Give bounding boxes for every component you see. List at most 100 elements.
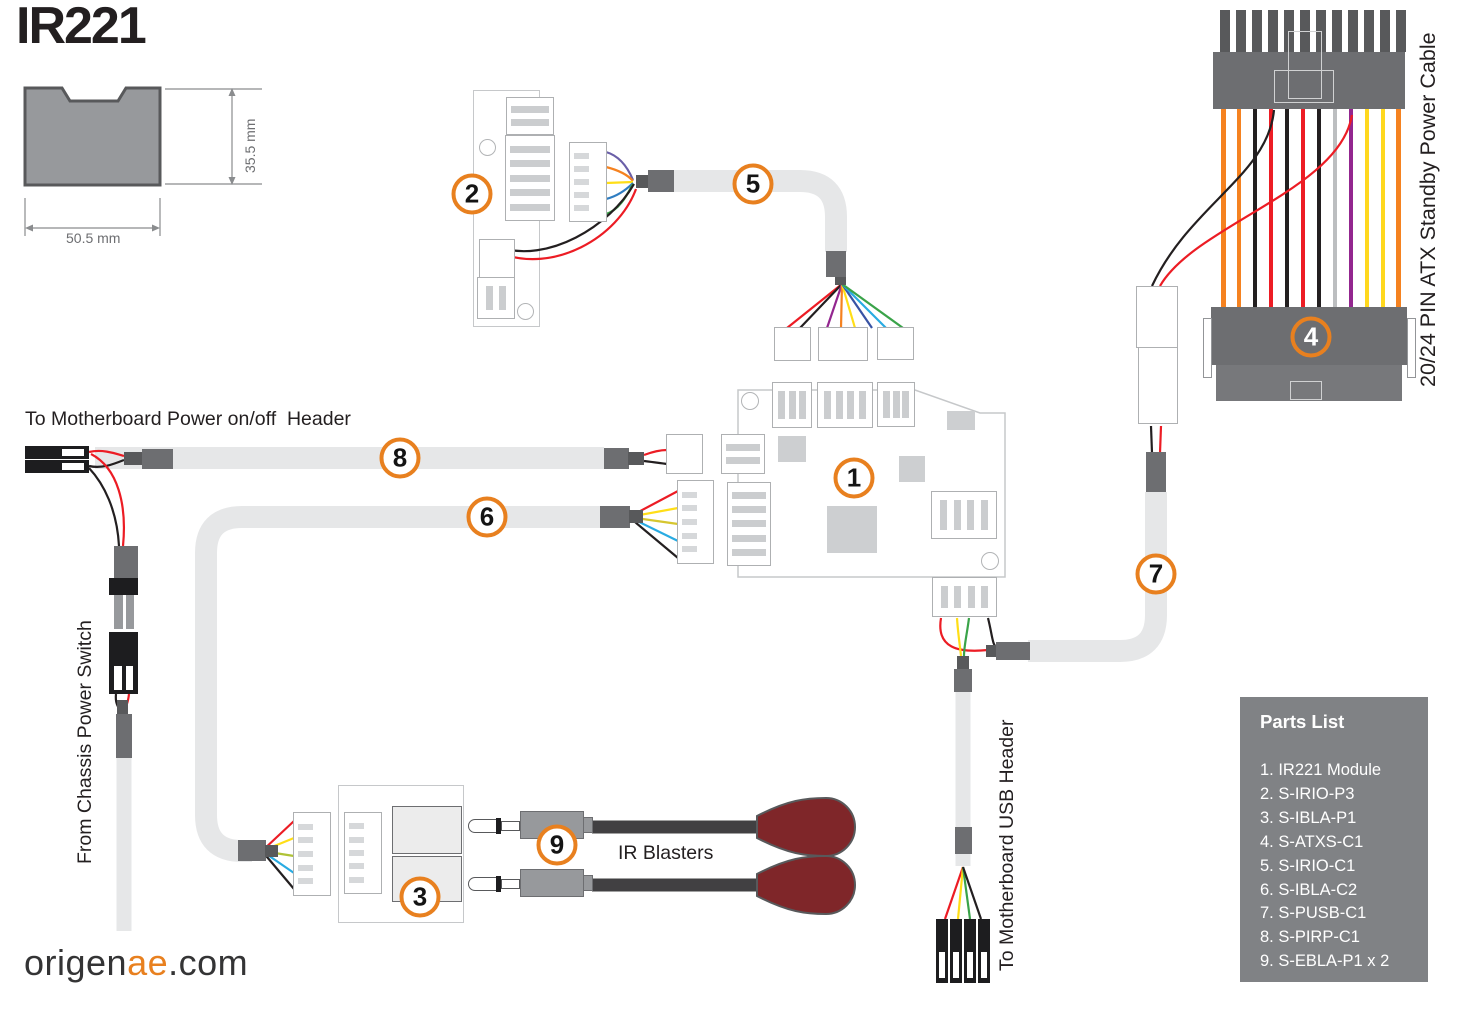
dimension-height-label: 35.5 mm	[242, 118, 258, 174]
atx-lower-lip	[1216, 365, 1402, 401]
cable5-left-connector	[648, 170, 674, 192]
module-hole-topleft	[741, 392, 759, 410]
jack-ring-a	[496, 818, 501, 834]
parts-list-title: Parts List	[1260, 711, 1345, 732]
module-socket-right	[931, 491, 997, 539]
cable5-right-connector	[826, 251, 846, 277]
parts-list-item: 9. S-EBLA-P1 x 2	[1260, 952, 1390, 971]
atx-latch-outline-c	[1290, 381, 1322, 400]
callout-2: 2	[451, 173, 493, 215]
parts-list-item: 5. S-IRIO-C1	[1260, 856, 1356, 875]
part3-jack-socket-a	[392, 806, 462, 854]
module-socket-top-c	[877, 382, 915, 427]
jack-step-a	[583, 817, 593, 833]
part2-plug-small	[479, 239, 515, 279]
callout-3: 3	[399, 876, 441, 918]
module-socket-top-b	[817, 382, 873, 428]
cable8-left-stub	[124, 452, 142, 465]
chassis-cable-stub	[117, 700, 128, 714]
cable5-plug-b	[818, 327, 868, 361]
callout-7: 7	[1135, 553, 1177, 595]
module-socket-usb	[932, 577, 997, 617]
atx-latch-outline-b	[1274, 70, 1334, 103]
cable6-bottom-stub	[265, 845, 278, 857]
cable7-top-connector	[1146, 452, 1166, 492]
parts-list: Parts List 1. IR221 Module 2. S-IRIO-P3 …	[1240, 697, 1428, 982]
jack-body-b	[520, 869, 584, 897]
part2-socket-c	[477, 277, 515, 319]
origenae-logo: origenae.com	[24, 942, 249, 983]
power-header-label: To Motherboard Power on/off Header	[25, 408, 351, 430]
parts-list-item: 7. S-PUSB-C1	[1260, 904, 1367, 923]
ir-blasters-label: IR Blasters	[618, 842, 714, 864]
cable6-bottom-plug	[293, 812, 331, 896]
chassis-pin-b	[126, 595, 134, 629]
atx-wire-bundle	[1221, 108, 1401, 308]
power-header-slot-b	[62, 463, 84, 470]
usb-header-slot-4	[981, 952, 987, 978]
cable6-right-stub	[629, 510, 643, 523]
ir-blaster-heads	[756, 796, 856, 916]
part3-connector	[344, 812, 382, 894]
cable8-right-connector	[604, 448, 629, 469]
page-title: IR221	[16, 0, 147, 55]
cable7-left-stub	[986, 645, 997, 657]
wires	[88, 109, 1354, 920]
cable8-right-stub	[628, 452, 644, 465]
module-socket-left-a	[721, 434, 765, 474]
chassis-switch-label: From Chassis Power Switch	[74, 620, 96, 865]
usb-cable-stub	[957, 656, 969, 669]
cable5-plug-a	[774, 327, 811, 361]
parts-list-item: 8. S-PIRP-C1	[1260, 928, 1360, 947]
cable6-plug-right	[677, 480, 714, 564]
atx-latch-outline-a	[1288, 31, 1322, 99]
chassis-inline-plug	[114, 546, 138, 578]
parts-list-item: 3. S-IBLA-P1	[1260, 808, 1357, 827]
module-chip-b	[947, 411, 975, 430]
module-socket-top-a	[772, 382, 812, 428]
usb-header-label: To Motherboard USB Header	[996, 719, 1018, 972]
dimension-width-label: 50.5 mm	[66, 230, 121, 246]
power-header-slot-a	[62, 449, 84, 456]
cable5-left-stub	[636, 175, 649, 188]
chassis-inline-male	[109, 578, 138, 595]
atx-upper-body	[1213, 52, 1405, 109]
module-hole-bottomright	[981, 552, 999, 570]
part2-hole-bottom	[517, 303, 534, 320]
dimension-arrowheads	[25, 88, 236, 232]
cable6-right-connector	[600, 506, 630, 528]
chassis-pin-a	[114, 595, 123, 629]
cable8-left-connector	[142, 449, 173, 469]
usb-header-slot-2	[953, 952, 959, 978]
callout-9: 9	[536, 824, 578, 866]
module-chip-main	[827, 506, 877, 553]
cable5-plug-c	[877, 327, 914, 360]
module-chip-a	[778, 436, 806, 462]
callout-4: 4	[1290, 316, 1332, 358]
usb-cable-connector-mid	[955, 827, 972, 854]
callout-5: 5	[732, 163, 774, 205]
part2-socket-a	[506, 97, 554, 135]
jack-shaft-a	[501, 821, 520, 831]
parts-list-item: 2. S-IRIO-P3	[1260, 784, 1355, 803]
usb-header-slot-3	[967, 952, 973, 978]
callout-1: 1	[833, 457, 875, 499]
usb-cable-connector-top	[954, 669, 972, 692]
module-socket-left-b	[727, 482, 771, 566]
usb-header-slot-1	[939, 952, 945, 978]
cable6-bottom-connector	[238, 840, 266, 861]
chassis-inline-female	[109, 632, 138, 694]
module-silhouette	[23, 86, 162, 187]
atx-clip-right	[1407, 318, 1416, 378]
parts-list-item: 4. S-ATXS-C1	[1260, 832, 1364, 851]
atx-standby-plug-upper	[1136, 286, 1178, 348]
jack-ring-b	[496, 876, 501, 892]
module-chip-c	[899, 456, 925, 482]
parts-list-item: 1. IR221 Module	[1260, 761, 1382, 779]
dimension-lines	[24, 88, 262, 236]
atx-cable-label: 20/24 PIN ATX Standby Power Cable	[1416, 32, 1440, 388]
parts-list-item: 6. S-IBLA-C2	[1260, 880, 1358, 899]
part2-socket-b	[505, 135, 555, 221]
part2-mating-plug	[569, 142, 607, 222]
